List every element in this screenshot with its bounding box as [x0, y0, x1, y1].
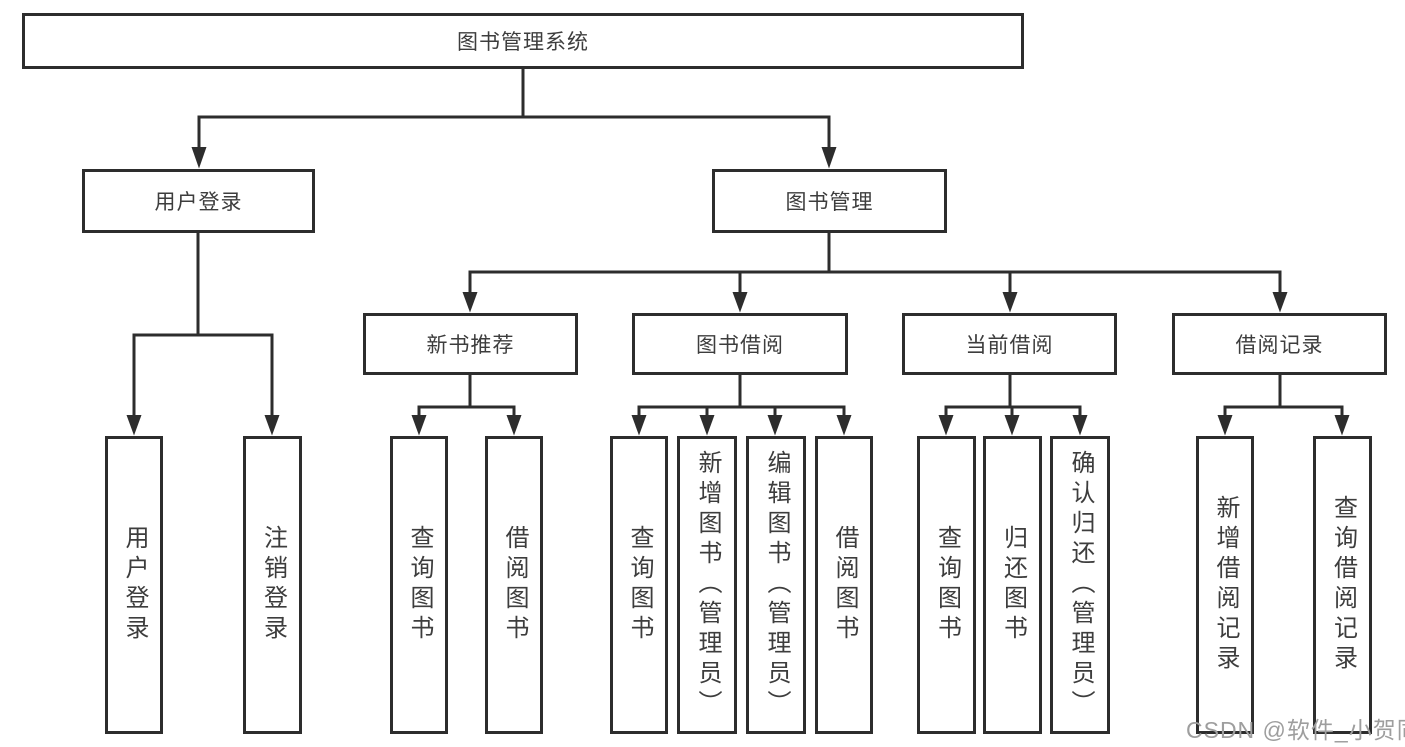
node-current-borrow-label: 当前借阅 [965, 334, 1054, 357]
leaf-add-books-admin-label: 新增图书（管理员） [694, 450, 721, 720]
leaf-borrow-books-recommend-label: 借阅图书 [501, 525, 528, 645]
connector-path [132, 69, 1344, 416]
leaf-query-books-borrow-label: 查询图书 [626, 525, 653, 645]
arrow-icon [411, 415, 427, 436]
leaf-confirm-return-admin: 确认归还（管理员） [1050, 436, 1110, 734]
leaf-edit-books-admin-label: 编辑图书（管理员） [763, 450, 790, 720]
leaf-query-books-borrow: 查询图书 [610, 436, 668, 734]
arrow-icon [938, 415, 954, 436]
leaf-return-books-label: 归还图书 [999, 525, 1027, 645]
leaf-query-borrow-record-label: 查询借阅记录 [1329, 495, 1357, 675]
arrow-icon [191, 147, 207, 169]
node-book-management-label: 图书管理 [785, 191, 874, 214]
node-root: 图书管理系统 [22, 13, 1024, 69]
node-current-borrow: 当前借阅 [902, 313, 1117, 375]
node-borrow-records-label: 借阅记录 [1235, 334, 1324, 357]
leaf-add-books-admin: 新增图书（管理员） [677, 436, 737, 734]
leaf-borrow-books-label: 借阅图书 [831, 525, 858, 645]
leaf-confirm-return-admin-label: 确认归还（管理员） [1067, 450, 1094, 720]
arrow-icon [631, 415, 647, 436]
arrow-icon [836, 415, 852, 436]
arrow-icon [1002, 292, 1018, 313]
arrow-icon [1272, 292, 1288, 313]
csdn-watermark: CSDN @软件_小贺同学 [1186, 717, 1405, 743]
leaf-add-borrow-record-label: 新增借阅记录 [1212, 495, 1239, 675]
leaf-query-books-current: 查询图书 [917, 436, 976, 734]
arrow-icon [264, 415, 280, 436]
arrow-icon [821, 147, 837, 169]
node-book-borrow-label: 图书借阅 [696, 334, 784, 357]
node-user-login-label: 用户登录 [154, 191, 243, 214]
arrow-icon [699, 415, 715, 436]
node-book-management: 图书管理 [712, 169, 947, 233]
leaf-borrow-books: 借阅图书 [815, 436, 873, 734]
arrow-icon [1217, 415, 1233, 436]
arrow-icon [767, 415, 783, 436]
leaf-borrow-books-recommend: 借阅图书 [485, 436, 543, 734]
leaf-add-borrow-record: 新增借阅记录 [1196, 436, 1254, 734]
arrow-icon [1004, 415, 1020, 436]
leaf-logout: 注销登录 [243, 436, 302, 734]
leaf-query-borrow-record: 查询借阅记录 [1313, 436, 1372, 734]
leaf-user-login-label: 用户登录 [121, 525, 148, 645]
leaf-logout-label: 注销登录 [259, 525, 287, 645]
node-root-label: 图书管理系统 [457, 31, 589, 54]
node-new-book-recommend: 新书推荐 [363, 313, 578, 375]
node-book-borrow: 图书借阅 [632, 313, 848, 375]
arrow-icon [1072, 415, 1088, 436]
leaf-return-books: 归还图书 [983, 436, 1042, 734]
arrow-icon [732, 292, 748, 313]
arrow-icon [506, 415, 522, 436]
arrow-icon [1334, 415, 1350, 436]
leaf-query-books-recommend: 查询图书 [390, 436, 448, 734]
leaf-edit-books-admin: 编辑图书（管理员） [746, 436, 806, 734]
arrow-icon [462, 292, 478, 313]
node-new-book-recommend-label: 新书推荐 [426, 334, 515, 357]
node-user-login: 用户登录 [82, 169, 315, 233]
leaf-query-books-recommend-label: 查询图书 [406, 525, 433, 645]
arrow-icon [126, 415, 142, 436]
node-borrow-records: 借阅记录 [1172, 313, 1387, 375]
leaf-user-login: 用户登录 [105, 436, 163, 734]
leaf-query-books-current-label: 查询图书 [933, 525, 961, 645]
